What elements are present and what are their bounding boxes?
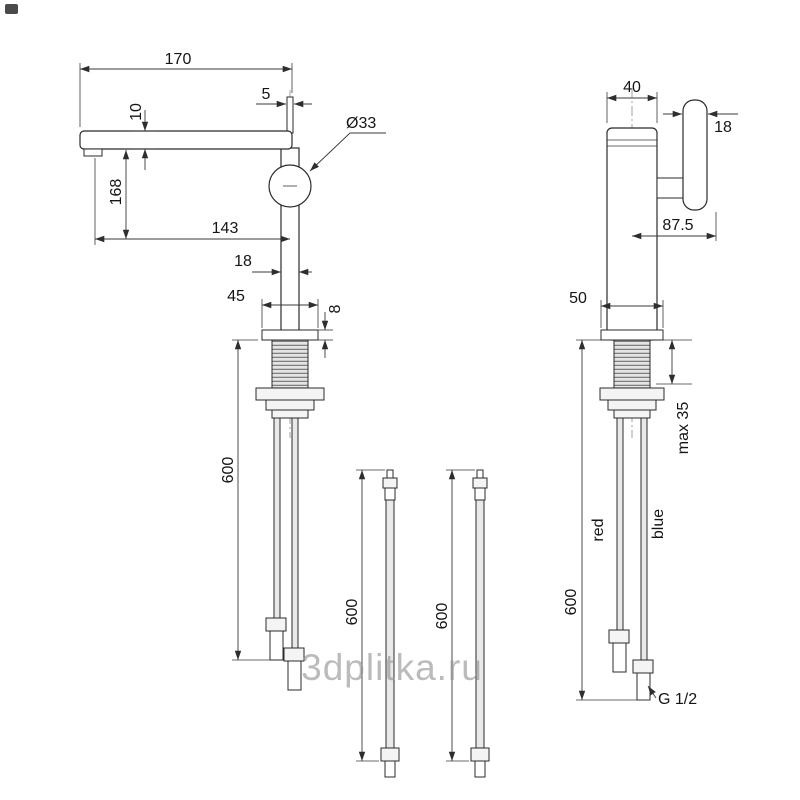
dim-hose2-length: 600	[434, 469, 475, 762]
hose1-bottom-nut	[380, 747, 400, 762]
dim-flange-thickness: 8	[318, 304, 344, 358]
dim-label-spout-thickness: 10	[128, 103, 145, 121]
leader-line	[309, 132, 386, 172]
hot-hose-tube	[612, 642, 627, 673]
cold-hose-label: blue	[650, 509, 667, 539]
hose2-top-nut	[472, 477, 488, 489]
threaded-shank-front	[613, 339, 651, 389]
flex-hose-2	[470, 469, 490, 778]
dim-base-width-front: 50	[569, 290, 664, 328]
cold-hose	[640, 417, 648, 661]
mounting-nut-front	[599, 387, 665, 401]
dim-label-hose1-length: 600	[344, 599, 361, 626]
dim-label-handle-diameter: 18	[714, 119, 732, 136]
dim-label-body-width: 18	[234, 253, 252, 270]
dim-label-height: 168	[108, 179, 125, 206]
handle-connector	[656, 177, 684, 199]
hose1-body	[385, 499, 395, 749]
mounting-nut	[255, 387, 325, 401]
dim-joint-diameter: Ø33	[309, 115, 386, 172]
hose2-nipple	[476, 469, 484, 479]
front-view: 40 18 87.5 50 max 35 600	[563, 79, 738, 708]
dim-handle-diameter: 18	[663, 110, 738, 136]
spout	[79, 130, 293, 150]
hose2-collar	[474, 487, 486, 501]
hot-hose-nut	[608, 629, 630, 644]
dim-spout-thickness: 10	[128, 103, 158, 170]
front-view-outline	[599, 99, 708, 701]
aerator	[83, 148, 103, 157]
hose2-body	[475, 499, 485, 749]
hose1-bottom-tube	[384, 760, 396, 778]
dim-handle-reach: 87.5	[632, 212, 717, 241]
dim-max-mount-thickness: max 35	[656, 339, 692, 455]
corner-artifact	[5, 4, 18, 14]
dim-label-hose-length-front: 600	[563, 589, 580, 616]
faucet-body-front	[606, 127, 658, 341]
dim-label-axis-to-outlet: 143	[212, 220, 239, 237]
threaded-shank	[271, 339, 309, 389]
hose1-collar	[384, 487, 396, 501]
hose2-bottom-tube	[474, 760, 486, 778]
dim-label-handle-reach: 87.5	[662, 217, 693, 234]
supply-hose-b	[291, 417, 299, 649]
dim-body-diameter: 40	[606, 79, 658, 123]
flex-hoses-view: 600 600	[344, 469, 490, 778]
dim-base-width: 45	[227, 288, 319, 328]
handle-pin	[286, 96, 294, 134]
mounting-collar-front	[613, 409, 651, 419]
mounting-collar	[271, 409, 309, 419]
side-view: 170 10 5 Ø33 168 143	[79, 51, 386, 691]
dim-pin-width: 5	[256, 86, 312, 108]
dim-axis-to-outlet: 143	[94, 158, 290, 245]
dim-hose-length-front: 600	[563, 339, 650, 701]
dim-label-joint-diameter: Ø33	[346, 115, 376, 132]
mounting-washer-front	[607, 399, 657, 411]
dim-hose1-length: 600	[344, 469, 385, 762]
mounting-washer	[265, 399, 315, 411]
dim-label-base-width: 45	[227, 288, 245, 305]
handle-lever	[682, 99, 708, 211]
dim-hose-length-side: 600	[220, 339, 270, 661]
hose2-bottom-nut	[470, 747, 490, 762]
dim-body-width: 18	[234, 253, 312, 276]
dim-label-max-mount-thickness: max 35	[675, 402, 692, 455]
dim-label-hose-length-side: 600	[220, 457, 237, 484]
hose1-nipple	[386, 469, 394, 479]
hose-a-nut	[265, 617, 287, 632]
hot-hose	[616, 417, 624, 631]
side-view-outline	[79, 96, 325, 691]
supply-hose-a	[273, 417, 281, 619]
hose-a-tube	[269, 630, 284, 661]
dim-label-thread-size: G 1/2	[658, 691, 697, 708]
dim-height: 168	[108, 150, 130, 239]
base-flange-front	[600, 329, 664, 341]
dim-thread-size: G 1/2	[647, 685, 697, 708]
base-flange	[261, 329, 319, 341]
dim-label-spout-reach: 170	[165, 51, 192, 68]
leader-line	[647, 685, 657, 699]
dim-label-flange-thickness: 8	[327, 304, 344, 313]
hot-hose-label: red	[590, 518, 607, 541]
watermark: 3dplitka.ru	[301, 647, 483, 688]
flex-hose-1	[380, 469, 400, 778]
dim-label-pin-width: 5	[262, 86, 271, 103]
cold-hose-nut	[632, 659, 654, 674]
dim-spout-reach: 170	[79, 51, 293, 127]
dim-label-body-diameter: 40	[623, 79, 641, 96]
dim-label-base-width-front: 50	[569, 290, 587, 307]
hose-b-tube	[287, 660, 302, 691]
hose1-top-nut	[382, 477, 398, 489]
dim-label-hose2-length: 600	[434, 603, 451, 630]
